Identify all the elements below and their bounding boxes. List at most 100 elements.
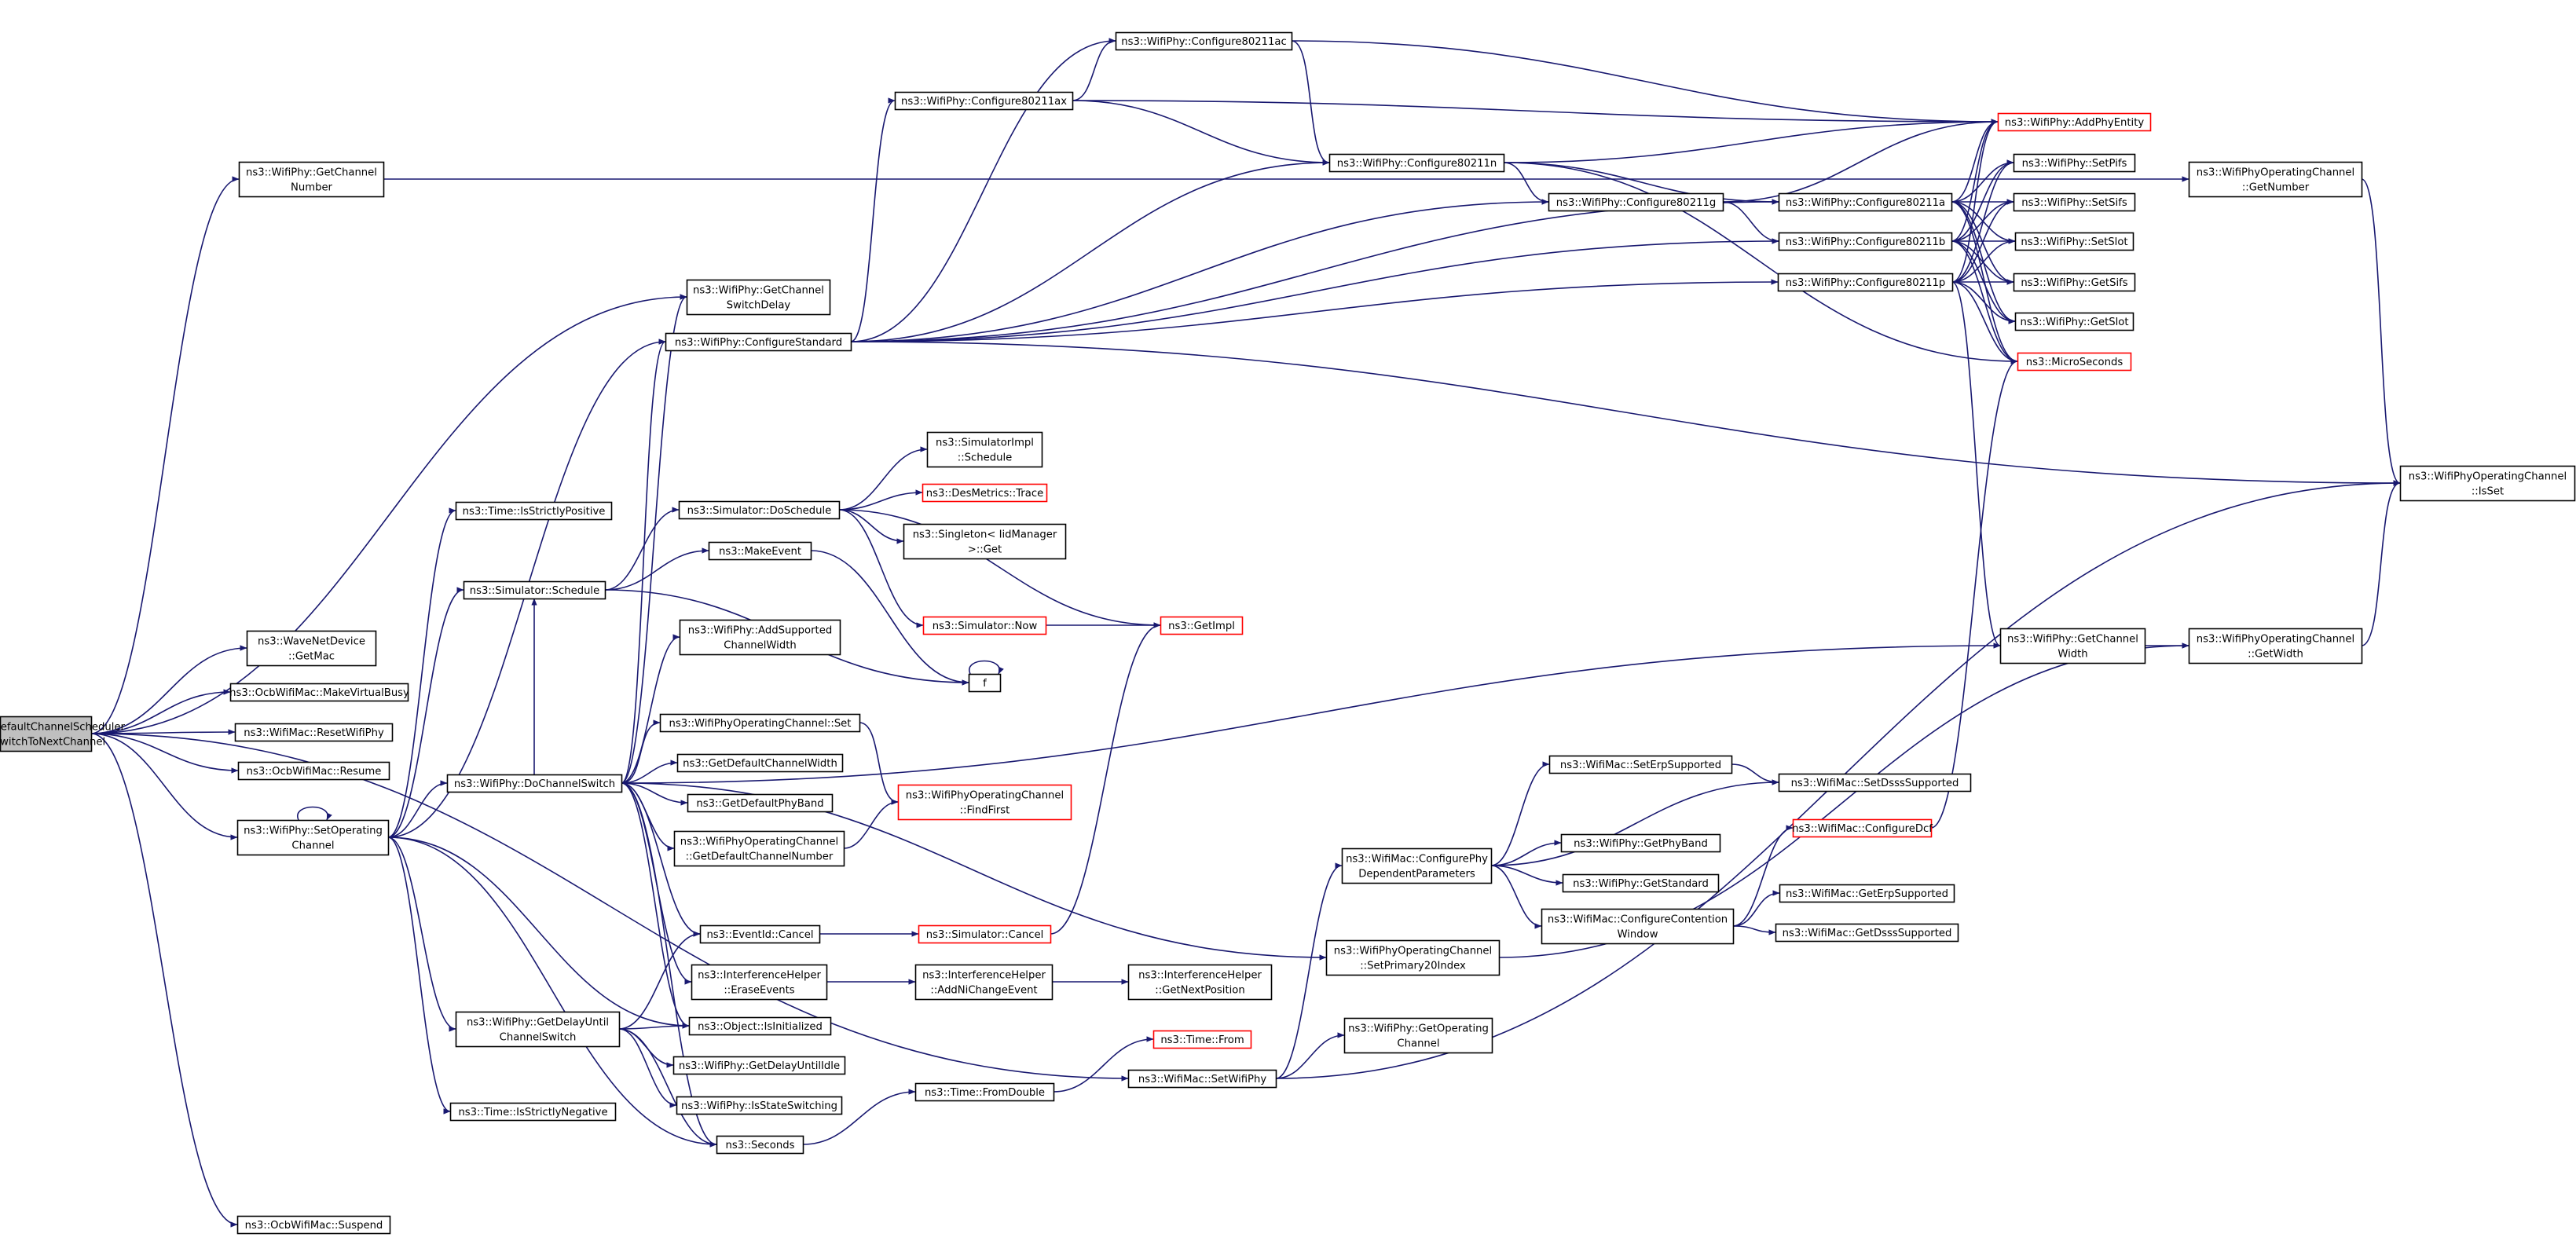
node-add-phy-entity[interactable]: ns3::WifiPhy::AddPhyEntity [1997, 112, 2152, 132]
node-set-wifi-phy[interactable]: ns3::WifiMac::SetWifiPhy [1127, 1069, 1277, 1089]
edge-op-chan-set-to-find-first [859, 722, 899, 805]
node-box [1792, 818, 1933, 838]
node-op-is-set[interactable]: ns3::WifiPhyOperatingChannel::IsSet [2399, 465, 2576, 502]
node-time-from-double[interactable]: ns3::Time::FromDouble [914, 1082, 1055, 1102]
node-reset-phy[interactable]: ns3::WifiMac::ResetWifiPhy [234, 723, 394, 742]
node-box [2017, 352, 2132, 372]
node-box [922, 483, 1048, 503]
node-label: ns3::DesMetrics::Trace [926, 488, 1043, 500]
node-des-trace[interactable]: ns3::DesMetrics::Trace [922, 483, 1048, 503]
node-cfg-g[interactable]: ns3::WifiPhy::Configure80211g [1548, 192, 1724, 212]
node-add-ni-change[interactable]: ns3::InterferenceHelper::AddNiChangeEven… [914, 964, 1053, 1001]
node-get-next-pos[interactable]: ns3::InterferenceHelper::GetNextPosition [1127, 964, 1273, 1001]
node-label: ns3::OcbWifiMac::Resume [247, 766, 382, 778]
node-get-erp[interactable]: ns3::WifiMac::GetErpSupported [1779, 884, 1955, 903]
node-wave-get-mac[interactable]: ns3::WaveNetDevice::GetMac [246, 630, 377, 667]
node-sim-impl-sched[interactable]: ns3::SimulatorImpl::Schedule [926, 431, 1043, 468]
edge-set-wifi-phy-to-cfg-phy-dep [1275, 862, 1343, 1079]
node-get-phy-band[interactable]: ns3::WifiPhy::GetPhyBand [1560, 833, 1721, 853]
node-op-get-width[interactable]: ns3::WifiPhyOperatingChannel::GetWidth [2188, 628, 2363, 664]
node-time-from[interactable]: ns3::Time::From [1152, 1030, 1252, 1049]
node-set-dsss[interactable]: ns3::WifiMac::SetDsssSupported [1778, 773, 1972, 793]
node-set-slot[interactable]: ns3::WifiPhy::SetSlot [2014, 232, 2134, 251]
node-box [229, 683, 409, 702]
node-cfg-b[interactable]: ns3::WifiPhy::Configure80211b [1778, 232, 1953, 251]
node-resume[interactable]: ns3::OcbWifiMac::Resume [237, 761, 390, 781]
node-f-node[interactable]: f [968, 673, 1002, 693]
node-get-impl[interactable]: ns3::GetImpl [1160, 616, 1244, 635]
node-root[interactable]: ns3::DefaultChannelScheduler::SwitchToNe… [0, 716, 126, 752]
node-set-primary[interactable]: ns3::WifiPhyOperatingChannel::SetPrimary… [1325, 939, 1501, 976]
node-set-erp[interactable]: ns3::WifiMac::SetErpSupported [1548, 755, 1733, 774]
edge-do-chan-switch-to-seconds [621, 782, 717, 1148]
node-set-sifs[interactable]: ns3::WifiPhy::SetSifs [2013, 192, 2136, 212]
edge-cfg-b-to-micro-sec [1951, 240, 2018, 364]
node-make-virt-busy[interactable]: ns3::OcbWifiMac::MakeVirtualBusy [229, 683, 409, 702]
node-box [678, 500, 841, 520]
node-cfg-ax[interactable]: ns3::WifiPhy::Configure80211ax [894, 91, 1074, 111]
node-label: ::EraseEvents [724, 985, 794, 997]
node-cfg-a[interactable]: ns3::WifiPhy::Configure80211a [1778, 192, 1953, 212]
node-get-def-band[interactable]: ns3::GetDefaultPhyBand [687, 793, 834, 813]
node-box [1160, 616, 1244, 635]
node-op-chan-set[interactable]: ns3::WifiPhyOperatingChannel::Set [659, 713, 861, 733]
node-get-slot[interactable]: ns3::WifiPhy::GetSlot [2014, 312, 2134, 331]
node-sim-now[interactable]: ns3::Simulator::Now [922, 616, 1047, 635]
node-micro-sec[interactable]: ns3::MicroSeconds [2017, 352, 2132, 372]
edge-set-op-chan-to-is-strict-neg [387, 836, 451, 1115]
node-is-strict-neg[interactable]: ns3::Time::IsStrictlyNegative [449, 1102, 617, 1122]
node-suspend[interactable]: ns3::OcbWifiMac::Suspend [236, 1215, 391, 1235]
edge-cfg-a-to-add-phy-entity [1951, 119, 1999, 203]
node-find-first[interactable]: ns3::WifiPhyOperatingChannel::FindFirst [897, 784, 1072, 821]
node-sim-cancel[interactable]: ns3::Simulator::Cancel [918, 924, 1052, 944]
edge-sim-do-schedule-to-des-trace [838, 489, 923, 511]
node-get-sifs[interactable]: ns3::WifiPhy::GetSifs [2013, 273, 2136, 292]
node-label: >::Get [968, 544, 1002, 556]
node-make-event[interactable]: ns3::MakeEvent [708, 541, 812, 561]
edge-root-to-set-wifi-phy [90, 733, 1129, 1082]
node-label: ns3::Time::IsStrictlyNegative [458, 1107, 607, 1118]
node-label: ns3::WifiPhy::GetStandard [1573, 878, 1709, 890]
node-get-def-chan-num[interactable]: ns3::WifiPhyOperatingChannel::GetDefault… [673, 830, 845, 867]
node-label: Width [2058, 649, 2087, 661]
node-get-def-cw[interactable]: ns3::GetDefaultChannelWidth [676, 753, 844, 773]
node-is-strict-pos[interactable]: ns3::Time::IsStrictlyPositive [455, 501, 613, 521]
node-cfg-dcf[interactable]: ns3::WifiMac::ConfigureDcf [1792, 818, 1933, 838]
node-cfg-ac[interactable]: ns3::WifiPhy::Configure80211ac [1115, 31, 1293, 51]
node-box [455, 501, 613, 521]
node-is-state-sw[interactable]: ns3::WifiPhy::IsStateSwitching [676, 1096, 843, 1115]
node-is-init[interactable]: ns3::Object::IsInitialized [688, 1016, 832, 1036]
node-singleton-get[interactable]: ns3::Singleton< IidManager>::Get [903, 523, 1067, 560]
node-erase-events[interactable]: ns3::InterferenceHelper::EraseEvents [691, 964, 828, 1001]
node-label: Window [1618, 929, 1658, 941]
node-box [1778, 192, 1953, 212]
node-get-standard[interactable]: ns3::WifiPhy::GetStandard [1562, 873, 1720, 893]
node-set-pifs[interactable]: ns3::WifiPhy::SetPifs [2013, 153, 2136, 173]
node-op-get-number[interactable]: ns3::WifiPhyOperatingChannel::GetNumber [2188, 161, 2363, 198]
edge-do-chan-switch-to-event-cancel [621, 782, 701, 937]
node-cfg-p[interactable]: ns3::WifiPhy::Configure80211p [1777, 273, 1954, 292]
node-seconds[interactable]: ns3::Seconds [716, 1135, 804, 1155]
node-event-cancel[interactable]: ns3::EventId::Cancel [699, 924, 821, 944]
node-get-delay-idle[interactable]: ns3::WifiPhy::GetDelayUntilIdle [672, 1056, 846, 1075]
node-do-chan-switch[interactable]: ns3::WifiPhy::DoChannelSwitch [446, 774, 623, 793]
node-get-dsss[interactable]: ns3::WifiMac::GetDsssSupported [1775, 923, 1959, 943]
node-sim-do-schedule[interactable]: ns3::Simulator::DoSchedule [678, 500, 841, 520]
node-sim-schedule[interactable]: ns3::Simulator::Schedule [463, 580, 606, 600]
edge-cfg-cw-to-get-erp [1732, 890, 1780, 927]
edge-cfg-n-to-cfg-a [1503, 162, 1779, 205]
node-cfg-n[interactable]: ns3::WifiPhy::Configure80211n [1328, 153, 1505, 173]
node-label: ChannelSwitch [500, 1032, 577, 1044]
node-label: ::Schedule [958, 452, 1013, 464]
node-box [686, 279, 831, 316]
node-cfg-phy-dep[interactable]: ns3::WifiMac::ConfigurePhyDependentParam… [1341, 847, 1493, 884]
node-config-std[interactable]: ns3::WifiPhy::ConfigureStandard [665, 332, 852, 352]
